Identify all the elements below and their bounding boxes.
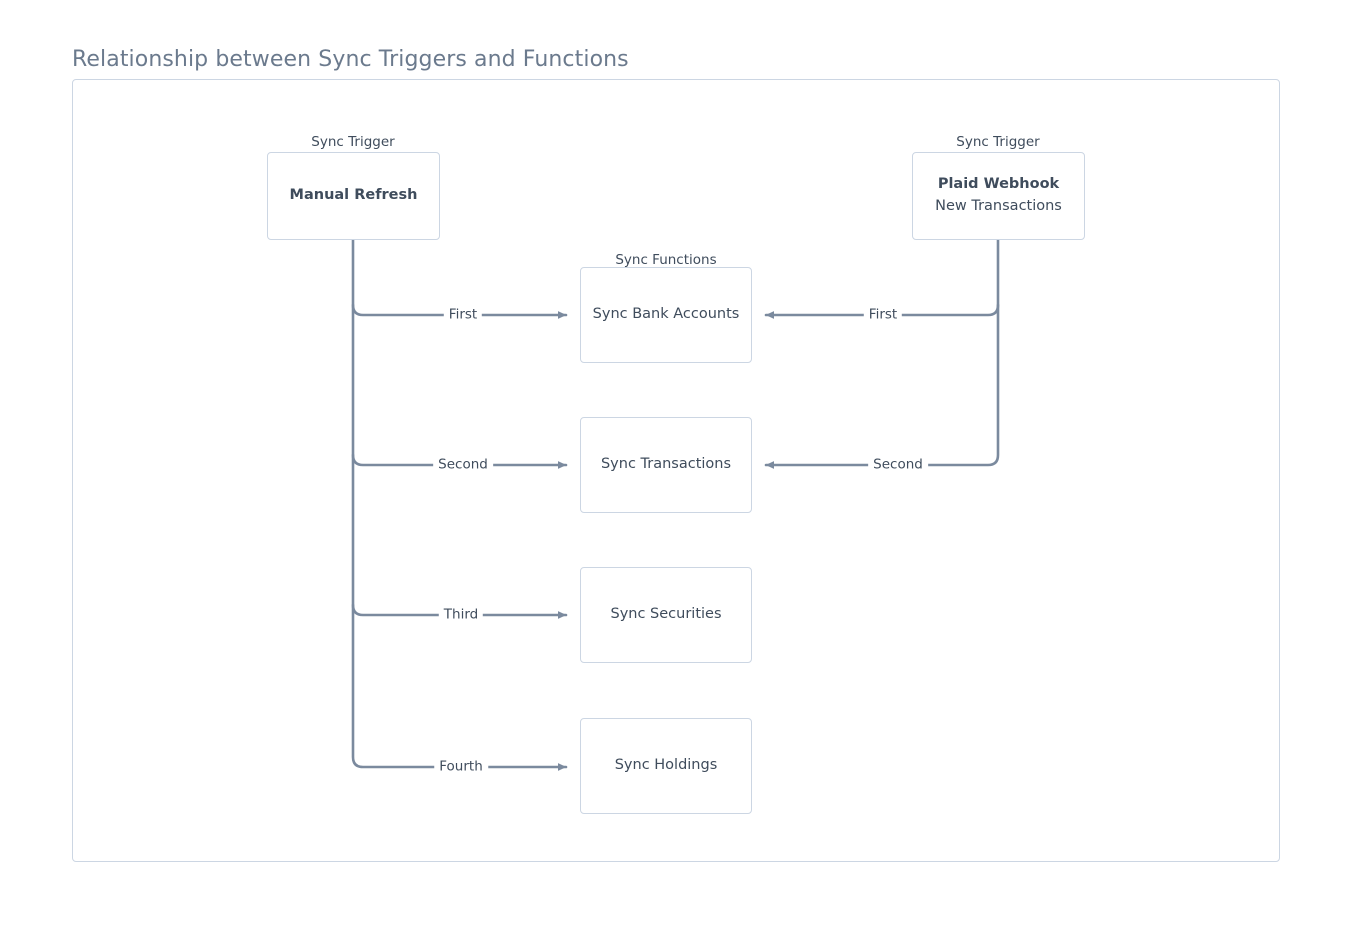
edge-label-first-left: First [443, 308, 483, 322]
node-sync-bank-accounts[interactable]: Sync Bank Accounts [580, 267, 752, 363]
node-plaid-webhook-subtitle: New Transactions [935, 198, 1062, 214]
edge-label-third-left: Third [438, 608, 484, 622]
node-sync-bank-accounts-title: Sync Bank Accounts [592, 306, 740, 323]
edge-label-first-right: First [863, 308, 903, 322]
node-manual-refresh-title: Manual Refresh [289, 187, 418, 204]
node-sync-securities-title: Sync Securities [610, 606, 722, 623]
edge-label-second-left: Second [433, 458, 493, 472]
node-plaid-webhook[interactable]: Plaid Webhook New Transactions [912, 152, 1085, 240]
node-sync-holdings[interactable]: Sync Holdings [580, 718, 752, 814]
node-sync-holdings-title: Sync Holdings [614, 757, 718, 774]
node-manual-refresh[interactable]: Manual Refresh [267, 152, 440, 240]
node-sync-transactions[interactable]: Sync Transactions [580, 417, 752, 513]
group-label-sync-trigger-right: Sync Trigger [956, 134, 1040, 150]
group-label-sync-trigger-left: Sync Trigger [311, 134, 395, 150]
node-plaid-webhook-title: Plaid Webhook [937, 176, 1060, 193]
edge-label-fourth-left: Fourth [434, 760, 488, 774]
node-sync-transactions-title: Sync Transactions [600, 456, 732, 473]
group-label-sync-functions: Sync Functions [615, 252, 717, 268]
node-sync-securities[interactable]: Sync Securities [580, 567, 752, 663]
edge-label-second-right: Second [868, 458, 928, 472]
page-title: Relationship between Sync Triggers and F… [72, 47, 629, 72]
